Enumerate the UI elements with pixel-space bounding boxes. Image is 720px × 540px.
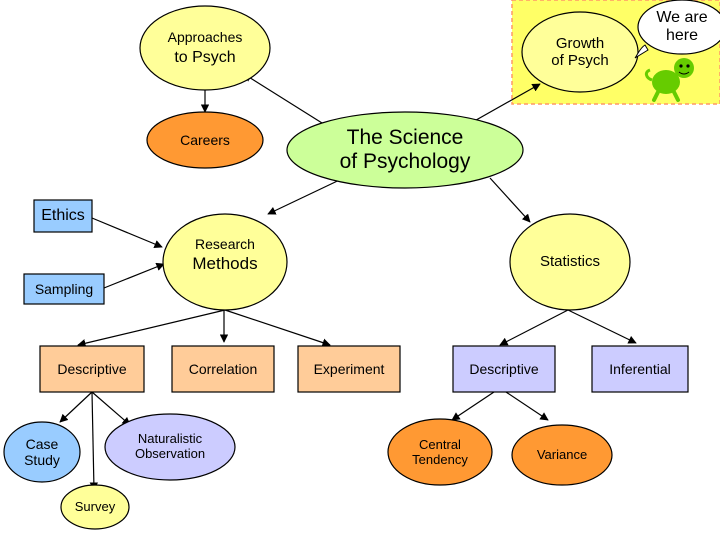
callout-line2: here — [665, 27, 699, 44]
node-science-shape — [286, 111, 524, 189]
callout-line1: We are — [656, 8, 708, 26]
research-line1: Research — [195, 236, 255, 253]
connector-descriptive-central — [451, 387, 501, 421]
node-survey-shape — [60, 484, 130, 530]
naturalistic-line2: Observation — [134, 446, 206, 461]
connector-descriptive-naturalistic — [91, 391, 131, 426]
connector-research-descriptive — [77, 309, 226, 348]
growth-line1: Growth — [555, 34, 605, 52]
node-sampling-shape — [23, 273, 105, 305]
connector-statistics-inferential — [567, 309, 637, 344]
node-descriptive-stats-shape — [452, 345, 556, 393]
node-correlation-shape — [171, 345, 275, 393]
node-descriptive-stats[interactable]: Descriptive — [469, 360, 539, 377]
node-case-study-shape — [3, 421, 81, 483]
node-variance[interactable]: Variance — [536, 446, 588, 462]
connector-descriptive-survey — [89, 391, 99, 491]
node-statistics-shape — [509, 213, 631, 311]
node-case-study[interactable]: Case Study — [6, 428, 78, 476]
node-central-tendency[interactable]: Central Tendency — [392, 432, 488, 474]
node-descriptive-method[interactable]: Descriptive — [57, 360, 127, 377]
turtle-icon — [644, 58, 694, 102]
node-growth[interactable]: Growth of Psych — [522, 28, 638, 76]
callout-bubble-shape — [634, 44, 649, 59]
node-inferential[interactable]: Inferential — [609, 360, 671, 377]
node-inferential-shape — [591, 345, 689, 393]
science-line2: of Psychology — [339, 150, 471, 173]
connector-science-approaches — [243, 73, 331, 129]
node-ethics[interactable]: Ethics — [41, 206, 85, 224]
node-naturalistic[interactable]: Naturalistic Observation — [110, 426, 230, 468]
case-study-line1: Case — [25, 435, 59, 452]
naturalistic-line1: Naturalistic — [137, 431, 203, 447]
node-statistics[interactable]: Statistics — [539, 253, 600, 271]
node-research[interactable]: Research Methods — [163, 232, 287, 278]
node-descriptive-method-shape — [39, 345, 145, 393]
node-research-shape — [162, 213, 288, 311]
node-central-tendency-shape — [387, 418, 493, 486]
node-correlation[interactable]: Correlation — [188, 360, 258, 377]
node-approaches-shape — [139, 5, 271, 91]
science-line1: The Science — [346, 125, 464, 149]
callout-bubble: We are here — [640, 6, 720, 48]
connector-sampling-research — [103, 262, 165, 289]
node-survey[interactable]: Survey — [74, 498, 116, 514]
approaches-line1: Approaches — [167, 28, 243, 45]
central-tendency-line1: Central — [419, 437, 461, 453]
node-science[interactable]: The Science of Psychology — [290, 122, 520, 178]
connector-ethics-research — [91, 217, 163, 248]
node-ethics-shape — [33, 199, 93, 233]
research-line2: Methods — [192, 254, 258, 274]
node-experiment-shape — [297, 345, 401, 393]
central-tendency-line2: Tendency — [412, 452, 468, 467]
node-careers-shape — [146, 111, 264, 169]
connector-science-statistics — [489, 177, 531, 223]
connectors — [59, 73, 637, 491]
connector-research-experiment — [224, 309, 331, 347]
node-experiment[interactable]: Experiment — [313, 360, 385, 377]
connector-statistics-descriptive — [499, 309, 569, 346]
node-approaches[interactable]: Approaches to Psych — [140, 22, 270, 74]
growth-line2: of Psych — [551, 52, 609, 69]
approaches-line2: to Psych — [174, 48, 236, 66]
connector-descriptive-casestudy — [59, 391, 93, 423]
node-sampling[interactable]: Sampling — [34, 280, 94, 297]
node-naturalistic-shape — [104, 413, 236, 481]
connector-descriptive-variance — [499, 387, 549, 421]
case-study-line2: Study — [24, 452, 60, 468]
node-careers[interactable]: Careers — [180, 131, 230, 148]
callout-bubble-body — [637, 0, 720, 55]
node-growth-shape — [521, 11, 639, 93]
node-variance-shape — [511, 424, 613, 486]
